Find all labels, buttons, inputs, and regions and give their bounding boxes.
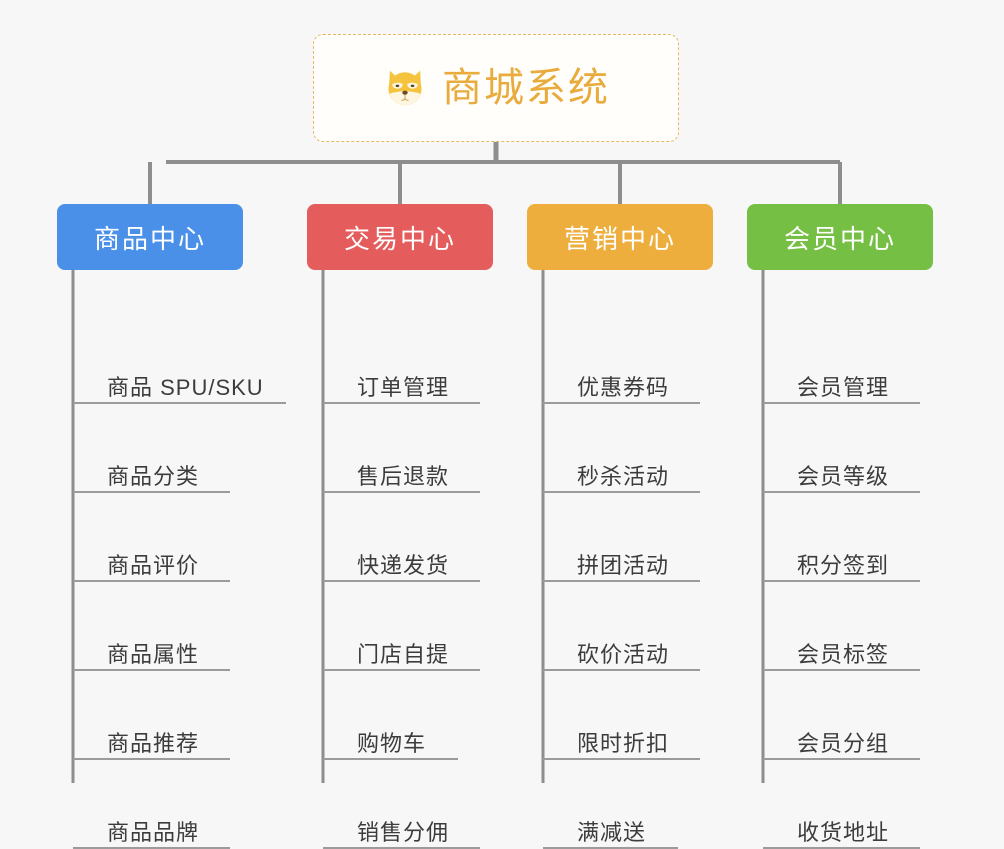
- leaf-item[interactable]: 收货地址: [763, 805, 920, 849]
- leaf-item[interactable]: 商品评价: [73, 538, 230, 582]
- root-node[interactable]: 商城系统: [313, 34, 679, 142]
- leaf-item[interactable]: 会员管理: [763, 360, 920, 404]
- category-header-label: 商品中心: [93, 223, 206, 254]
- leaf-item[interactable]: 售后退款: [323, 449, 480, 493]
- leaf-item-label: 会员标签: [797, 641, 890, 667]
- leaf-item-label: 优惠券码: [577, 374, 670, 400]
- leaf-item[interactable]: 优惠券码: [543, 360, 700, 404]
- category-header-label: 营销中心: [563, 223, 676, 254]
- leaf-item-label: 积分签到: [797, 552, 890, 578]
- leaf-item-label: 秒杀活动: [577, 463, 670, 489]
- leaf-item-label: 会员管理: [797, 374, 890, 400]
- leaf-item-label: 商品分类: [107, 463, 200, 489]
- category-header-member-center[interactable]: 会员中心: [747, 204, 933, 270]
- leaf-item-label: 商品推荐: [107, 730, 200, 756]
- category-header-label: 会员中心: [783, 223, 896, 254]
- category-column-trade-center: 交易中心订单管理售后退款快递发货门店自提购物车销售分佣: [307, 204, 493, 849]
- leaf-item[interactable]: 积分签到: [763, 538, 920, 582]
- leaf-item-label: 商品品牌: [107, 819, 200, 845]
- leaf-item-label: 会员分组: [797, 730, 890, 756]
- leaf-item-label: 商品 SPU/SKU: [107, 374, 264, 400]
- leaf-item[interactable]: 砍价活动: [543, 627, 700, 671]
- leaf-item[interactable]: 商品推荐: [73, 716, 230, 760]
- leaf-item-label: 商品属性: [107, 641, 200, 667]
- category-header-trade-center[interactable]: 交易中心: [307, 204, 493, 270]
- leaf-item-label: 销售分佣: [357, 819, 450, 845]
- category-header-label: 交易中心: [343, 223, 456, 254]
- leaf-item-label: 购物车: [357, 730, 427, 756]
- leaf-item-label: 砍价活动: [577, 641, 670, 667]
- leaf-item[interactable]: 满减送: [543, 805, 678, 849]
- leaf-item[interactable]: 商品 SPU/SKU: [73, 360, 286, 404]
- leaf-item-label: 商品评价: [107, 552, 200, 578]
- leaf-item-label: 限时折扣: [577, 730, 670, 756]
- leaf-item-label: 快递发货: [357, 552, 450, 578]
- leaf-item[interactable]: 会员标签: [763, 627, 920, 671]
- category-column-product-center: 商品中心商品 SPU/SKU 商品分类商品评价商品属性商品推荐商品品牌: [57, 204, 286, 849]
- root-title: 商城系统: [442, 66, 610, 110]
- dog-face-icon: [388, 70, 422, 106]
- leaf-item[interactable]: 商品分类: [73, 449, 230, 493]
- leaf-item-label: 拼团活动: [577, 552, 670, 578]
- leaf-item-label: 收货地址: [797, 819, 890, 845]
- leaf-item[interactable]: 商品属性: [73, 627, 230, 671]
- leaf-item-label: 会员等级: [797, 463, 890, 489]
- leaf-item[interactable]: 快递发货: [323, 538, 480, 582]
- leaf-item[interactable]: 门店自提: [323, 627, 480, 671]
- leaf-item[interactable]: 商品品牌: [73, 805, 230, 849]
- category-column-member-center: 会员中心会员管理会员等级积分签到会员标签会员分组收货地址: [747, 204, 933, 849]
- leaf-item-label: 订单管理: [357, 374, 450, 400]
- leaf-item[interactable]: 订单管理: [323, 360, 480, 404]
- leaf-item[interactable]: 秒杀活动: [543, 449, 700, 493]
- leaf-item[interactable]: 购物车: [323, 716, 458, 760]
- leaf-item[interactable]: 拼团活动: [543, 538, 700, 582]
- category-header-product-center[interactable]: 商品中心: [57, 204, 243, 270]
- leaf-item[interactable]: 会员等级: [763, 449, 920, 493]
- category-header-marketing-center[interactable]: 营销中心: [527, 204, 713, 270]
- leaf-item-label: 售后退款: [357, 463, 450, 489]
- category-column-marketing-center: 营销中心优惠券码秒杀活动拼团活动砍价活动限时折扣满减送: [527, 204, 713, 849]
- leaf-item[interactable]: 销售分佣: [323, 805, 480, 849]
- leaf-item[interactable]: 限时折扣: [543, 716, 700, 760]
- leaf-item-label: 满减送: [577, 819, 647, 845]
- leaf-item-label: 门店自提: [357, 641, 450, 667]
- leaf-item[interactable]: 会员分组: [763, 716, 920, 760]
